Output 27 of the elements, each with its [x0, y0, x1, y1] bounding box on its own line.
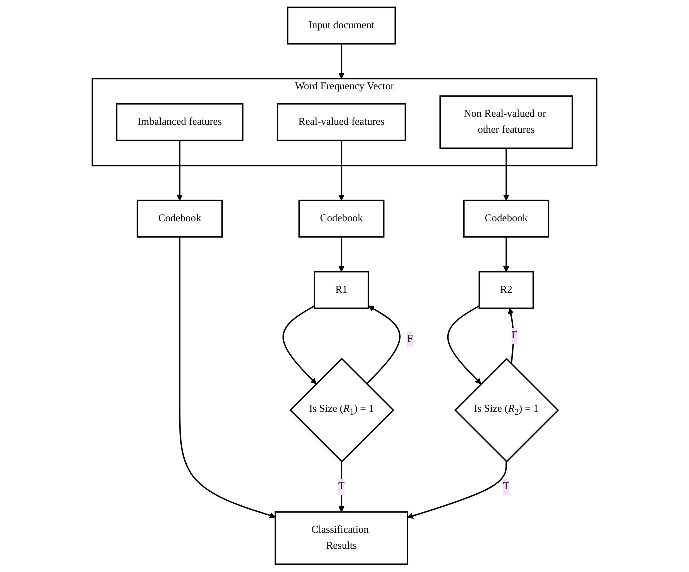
node-box: Real-valued features: [276, 103, 406, 142]
edge-label: T: [338, 481, 345, 492]
node-box: R1: [314, 271, 370, 310]
arrow: [407, 462, 507, 520]
arrow: [447, 306, 482, 384]
node-box: R2: [478, 271, 534, 310]
node-box: Non Real-valued or other features: [439, 96, 574, 150]
arrow: [282, 306, 316, 384]
arrow: [338, 44, 344, 80]
arrow: [338, 237, 344, 272]
node-box: Codebook: [298, 200, 384, 238]
arrow: [179, 237, 276, 519]
node-diamond: Is Size (R$_{2}$) = 1: [454, 358, 559, 463]
node-box: Imbalanced features: [116, 103, 244, 142]
edge-label: F: [511, 330, 518, 342]
arrow: [503, 148, 510, 201]
arrow: [503, 237, 510, 272]
edge-label: F: [407, 334, 413, 345]
node-diamond: Is Size (R$_{1}$) = 1: [289, 358, 394, 463]
arrow: [176, 140, 183, 201]
node-box: Codebook: [136, 200, 223, 238]
node-box: Input document: [286, 6, 396, 45]
arrow: [366, 306, 401, 385]
node-box: Classification Results: [274, 512, 408, 566]
edge-label: T: [503, 481, 510, 492]
node-box: Codebook: [463, 200, 550, 238]
arrow: [338, 140, 344, 201]
